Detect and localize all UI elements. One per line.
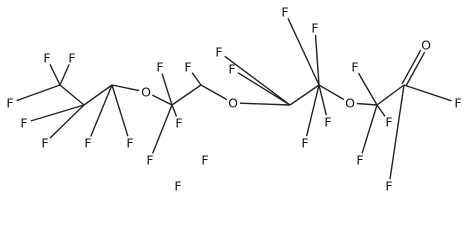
bond-c9-o4-1 bbox=[405, 51, 426, 87]
bond-o1-c4 bbox=[151, 94, 173, 106]
bond-c3-o1 bbox=[111, 84, 140, 92]
bond-c9-o4-0 bbox=[401, 49, 422, 85]
atom-label-f11: F bbox=[146, 153, 153, 168]
atom-label-f13: F bbox=[201, 153, 208, 168]
bond-c1-f1 bbox=[49, 63, 61, 86]
bond-c2-f5 bbox=[49, 104, 85, 139]
bond-c9-f23 bbox=[389, 84, 405, 180]
atom-label-f16: F bbox=[281, 5, 288, 20]
atom-label-f5: F bbox=[41, 136, 48, 151]
bond-c4-c5 bbox=[171, 84, 202, 106]
bond-c1-f2 bbox=[59, 64, 70, 86]
atom-label-f17: F bbox=[311, 21, 318, 36]
atom-label-f14: F bbox=[215, 45, 222, 60]
atom-label-o2: O bbox=[228, 96, 238, 111]
atom-label-f12: F bbox=[174, 179, 181, 194]
bond-c7-o3 bbox=[318, 84, 345, 101]
atom-label-f7: F bbox=[126, 136, 133, 151]
bond-c3-f7 bbox=[111, 84, 129, 137]
atom-label-o1: O bbox=[141, 85, 151, 100]
bond-c6-c7 bbox=[289, 84, 320, 106]
atom-label-f10: F bbox=[175, 116, 182, 131]
bond-c6-f15 bbox=[237, 72, 291, 106]
bond-c1-f3 bbox=[16, 84, 61, 102]
atom-label-f3: F bbox=[6, 96, 13, 111]
atom-label-f2: F bbox=[68, 51, 75, 66]
bond-c1-c2 bbox=[59, 84, 85, 106]
bond-c4-f10 bbox=[171, 104, 178, 117]
atom-label-f1: F bbox=[43, 51, 50, 66]
atom-label-f24: F bbox=[454, 96, 461, 111]
bond-c7-f16 bbox=[287, 18, 320, 86]
bond-c8-f21 bbox=[376, 104, 386, 117]
bond-c2-f4 bbox=[30, 104, 85, 122]
bond-c8-f20 bbox=[357, 72, 378, 106]
atom-label-f8: F bbox=[156, 60, 163, 75]
bond-c3-f6 bbox=[90, 84, 113, 137]
bond-c8-f22 bbox=[361, 104, 378, 154]
bond-c6-f14 bbox=[224, 55, 291, 106]
atom-label-f20: F bbox=[351, 60, 358, 75]
atom-label-f22: F bbox=[356, 153, 363, 168]
bond-c7-f19 bbox=[318, 84, 327, 116]
bond-o3-c8 bbox=[356, 102, 378, 106]
atom-label-f4: F bbox=[20, 116, 27, 131]
bond-c9-f24 bbox=[403, 84, 452, 102]
atom-label-f23: F bbox=[385, 179, 392, 194]
atom-label-f21: F bbox=[385, 115, 392, 130]
atom-label-f6: F bbox=[84, 136, 91, 151]
bond-c5-o2 bbox=[200, 84, 228, 101]
atom-label-o3: O bbox=[345, 96, 355, 111]
bond-c4-f11 bbox=[151, 104, 173, 154]
atom-label-f19: F bbox=[324, 115, 331, 130]
bond-c2-c3 bbox=[83, 84, 113, 106]
bond-c8-c9 bbox=[376, 84, 405, 106]
atom-label-o4: O bbox=[421, 38, 431, 53]
atom-label-f9: F bbox=[184, 60, 191, 75]
bond-c7-f17 bbox=[314, 34, 320, 86]
bond-lines bbox=[16, 18, 452, 180]
bond-c7-f18 bbox=[305, 84, 320, 137]
atom-label-f15: F bbox=[228, 62, 235, 77]
bond-c4-f8 bbox=[161, 73, 173, 106]
atom-label-f18: F bbox=[301, 136, 308, 151]
bond-o2-c6 bbox=[239, 102, 291, 106]
bond-c5-f9 bbox=[191, 72, 202, 86]
